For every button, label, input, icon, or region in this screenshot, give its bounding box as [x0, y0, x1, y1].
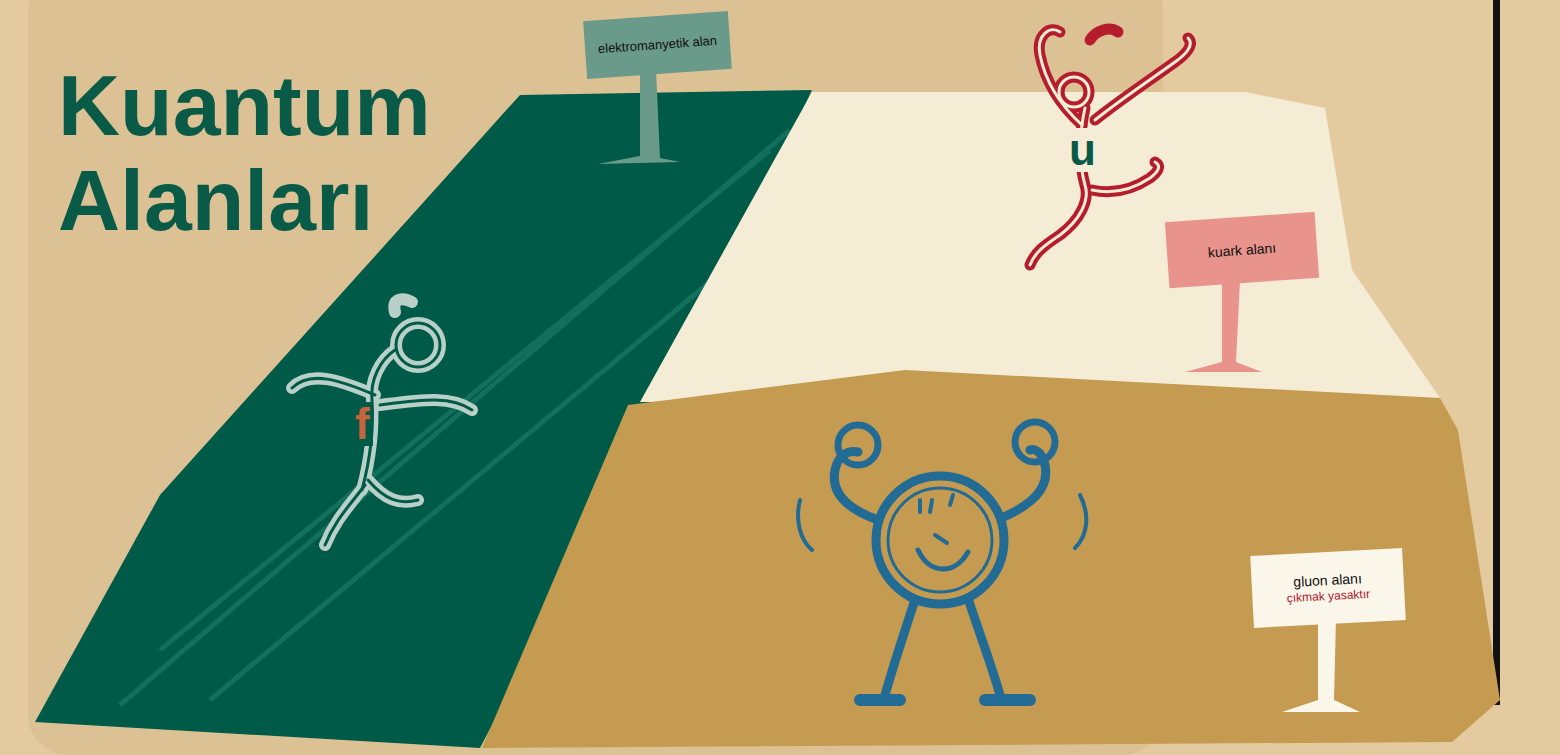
title: Kuantum Alanları — [58, 58, 498, 247]
photon-figure — [292, 299, 472, 545]
figure-letter: u — [1066, 128, 1099, 172]
sign-text: elektromanyetik alan — [597, 33, 717, 57]
field-sign: kuark alanı — [1165, 212, 1319, 288]
quark-field — [640, 92, 1440, 402]
sign-text: kuark alanı — [1207, 239, 1276, 261]
field-sign: elektromanyetik alan — [583, 11, 732, 79]
figure-letter: f — [352, 402, 373, 446]
sign-posts — [598, 70, 1360, 712]
gluon-field — [482, 370, 1500, 748]
sign-note: çıkmak yasaktır — [1286, 587, 1370, 606]
edge-bar — [1493, 0, 1500, 705]
gluon-figure — [798, 422, 1086, 700]
field-sign: gluon alanıçıkmak yasaktır — [1250, 548, 1406, 628]
